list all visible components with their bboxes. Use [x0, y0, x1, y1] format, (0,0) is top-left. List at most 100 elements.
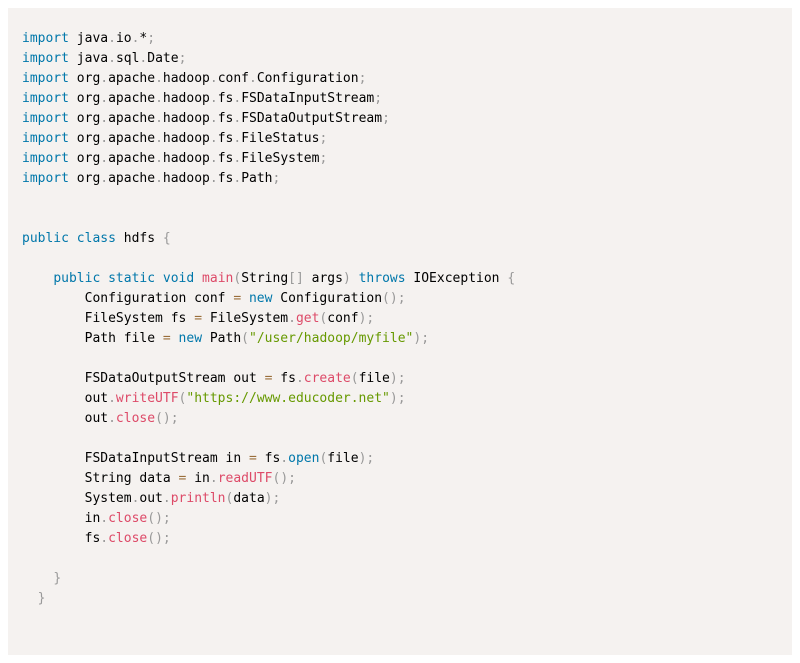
code-line: import org.apache.hadoop.conf.Configurat… — [22, 69, 792, 89]
code-line: fs.close(); — [22, 529, 792, 549]
code-token: fs — [22, 531, 101, 546]
code-token: throws — [358, 271, 406, 286]
code-token: ( — [225, 491, 234, 506]
code-token: hadoop — [162, 151, 210, 166]
code-token: ( — [319, 451, 328, 466]
code-token: FileSystem — [241, 151, 320, 166]
code-token: = — [248, 451, 257, 466]
code-token: org — [68, 171, 101, 186]
code-token: apache — [108, 171, 156, 186]
code-token: import — [22, 71, 69, 86]
code-token: . — [280, 451, 289, 466]
code-token: = — [178, 471, 187, 486]
code-token: ) — [162, 411, 171, 426]
code-token: "/user/hadoop/myfile" — [249, 331, 414, 346]
code-token: . — [100, 511, 109, 526]
code-token: Date — [147, 51, 179, 66]
code-token: [ — [288, 271, 296, 286]
code-line: import org.apache.hadoop.fs.FSDataOutput… — [22, 109, 792, 129]
code-token: FileStatus — [241, 131, 320, 146]
code-token: ; — [397, 391, 406, 406]
code-line: FSDataInputStream in = fs.open(file); — [22, 449, 792, 469]
code-token: ; — [374, 91, 383, 106]
code-token: . — [295, 371, 304, 386]
code-token: { — [162, 231, 171, 246]
code-token: ; — [421, 331, 430, 346]
code-token: ; — [162, 531, 171, 546]
code-token: get — [295, 311, 320, 326]
code-line: } — [22, 589, 792, 609]
code-token: fs — [217, 91, 234, 106]
code-token: args — [303, 271, 343, 286]
code-token: file — [358, 371, 390, 386]
code-token: conf — [217, 71, 250, 86]
code-token: org — [68, 71, 101, 86]
code-token: ) — [342, 271, 351, 286]
code-token: import — [22, 111, 69, 126]
code-token: ( — [382, 291, 390, 306]
code-token: ) — [389, 291, 398, 306]
code-line: String data = in.readUTF(); — [22, 469, 792, 489]
code-token: hadoop — [162, 91, 210, 106]
code-token: ( — [147, 531, 156, 546]
code-token: = — [162, 331, 171, 346]
code-token: ; — [288, 471, 296, 486]
code-token: apache — [108, 71, 156, 86]
code-line: FSDataOutputStream out = fs.create(file)… — [22, 369, 792, 389]
code-line: in.close(); — [22, 509, 792, 529]
code-token — [22, 591, 38, 606]
code-token: . — [209, 171, 218, 186]
code-token: ) — [155, 511, 163, 526]
code-token: ( — [233, 271, 242, 286]
code-token: sql — [115, 51, 140, 66]
code-token: . — [209, 471, 218, 486]
code-token: class — [76, 231, 116, 246]
code-token: org — [68, 111, 101, 126]
code-token: fs — [217, 151, 234, 166]
code-token: . — [288, 311, 296, 326]
code-token: ( — [272, 471, 281, 486]
code-token: ) — [280, 471, 289, 486]
code-token: ; — [147, 31, 156, 46]
code-token — [241, 291, 249, 306]
code-line: import org.apache.hadoop.fs.FileStatus; — [22, 129, 792, 149]
code-line — [22, 189, 792, 209]
code-token: ; — [397, 291, 406, 306]
code-token: import — [22, 91, 69, 106]
code-token: . — [100, 131, 109, 146]
code-token: apache — [108, 91, 156, 106]
code-token: ( — [350, 371, 359, 386]
code-token: . — [233, 171, 242, 186]
code-token: ) — [413, 331, 422, 346]
code-line: public class hdfs { — [22, 229, 792, 249]
code-token: . — [209, 91, 218, 106]
code-token: . — [162, 491, 171, 506]
code-token: . — [139, 51, 148, 66]
code-token: fs — [272, 371, 296, 386]
code-token: java — [68, 51, 109, 66]
code-line: out.writeUTF("https://www.educoder.net")… — [22, 389, 792, 409]
code-token: hdfs — [115, 231, 163, 246]
code-token: close — [115, 411, 156, 426]
code-token: ) — [358, 451, 367, 466]
code-token: org — [68, 151, 101, 166]
code-token: String — [241, 271, 289, 286]
code-token: println — [170, 491, 226, 506]
code-token — [351, 271, 359, 286]
code-token: = — [264, 371, 273, 386]
code-token: . — [209, 131, 218, 146]
code-token: IOException — [405, 271, 508, 286]
code-token: ( — [319, 311, 328, 326]
code-token — [22, 571, 53, 586]
code-token: ( — [241, 331, 249, 346]
code-token: Path file — [22, 331, 163, 346]
code-token: ( — [147, 511, 156, 526]
code-line — [22, 549, 792, 569]
code-token: in — [186, 471, 210, 486]
code-line: System.out.println(data); — [22, 489, 792, 509]
code-token: close — [108, 531, 148, 546]
code-token: FSDataInputStream — [241, 91, 375, 106]
code-token: ) — [264, 491, 273, 506]
code-token: ( — [178, 391, 187, 406]
code-token: ; — [319, 131, 328, 146]
